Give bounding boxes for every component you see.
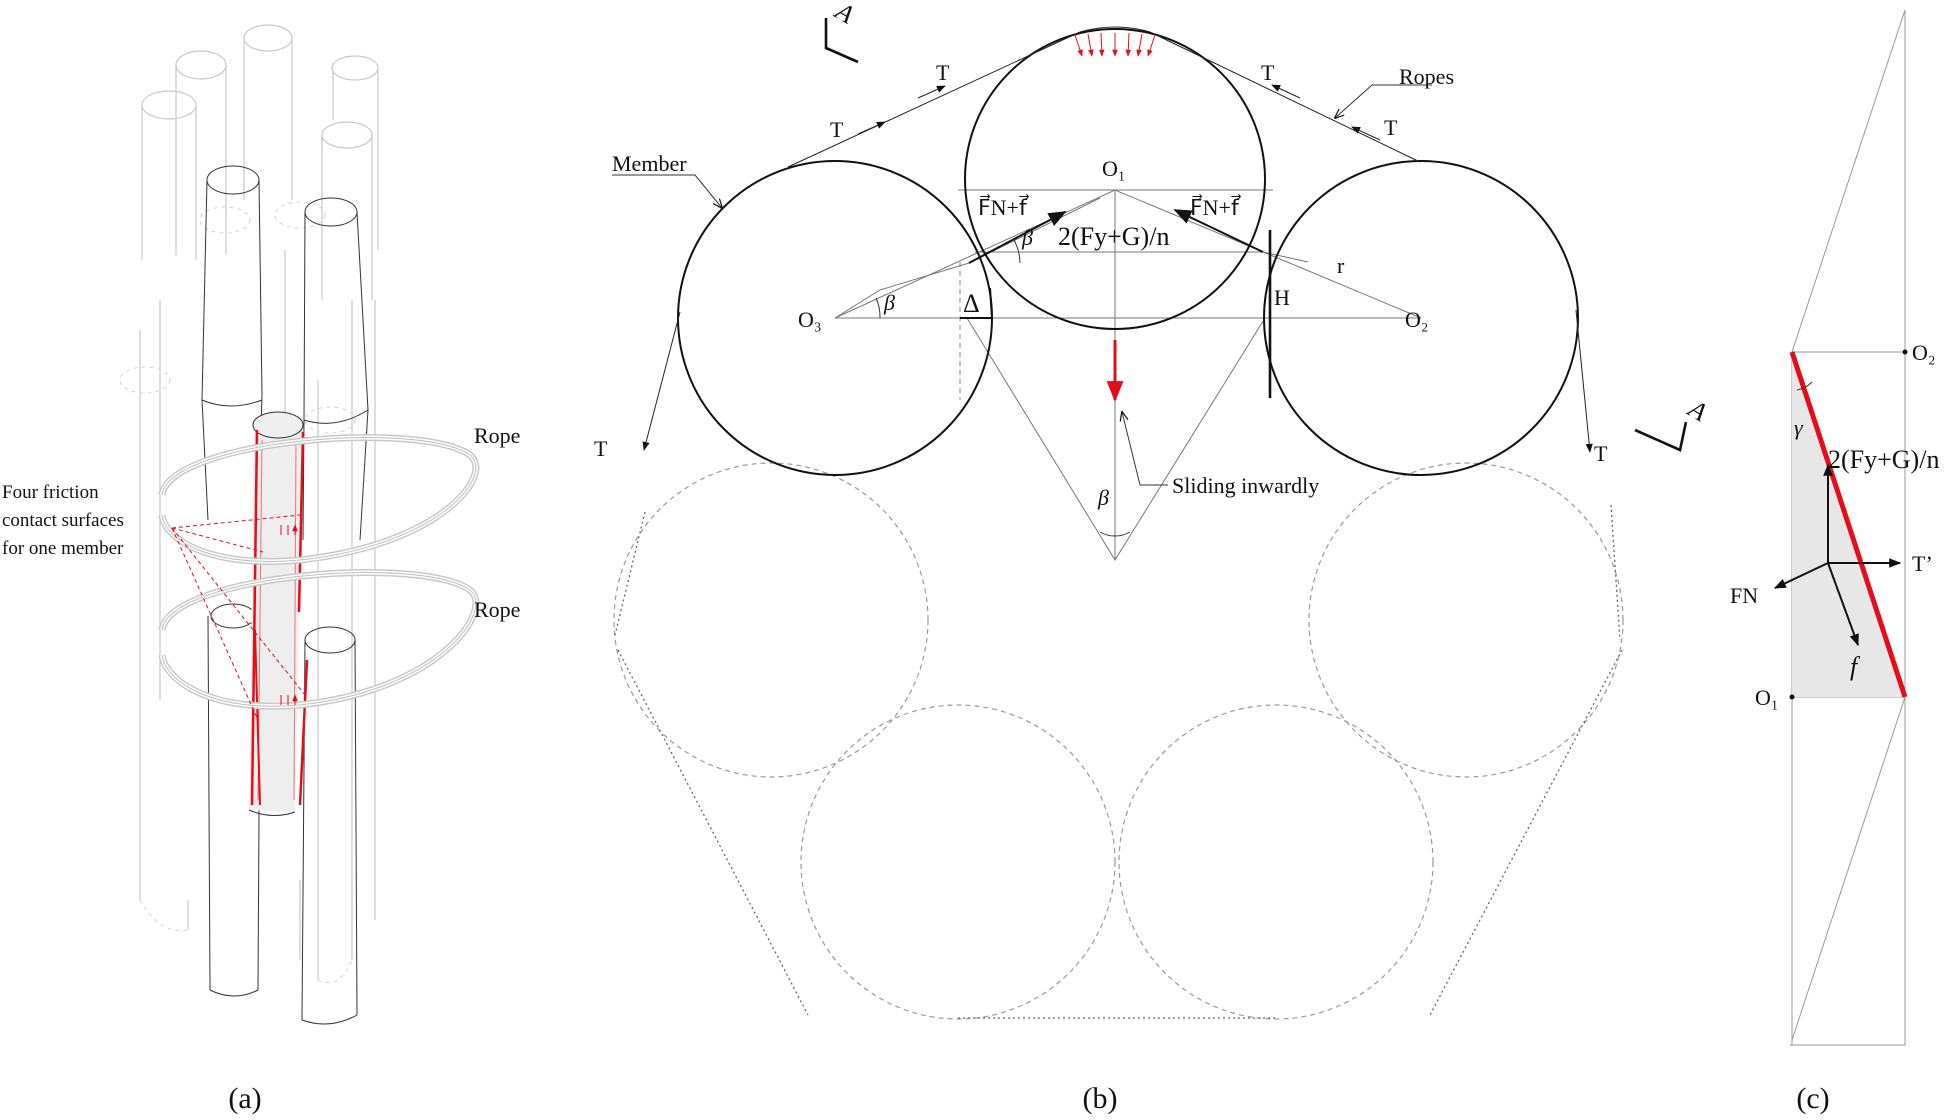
tension-label-4: T — [1384, 115, 1398, 140]
delta-bracket — [960, 287, 994, 319]
normal-arrow — [1773, 562, 1829, 589]
force-arrow-right — [1173, 209, 1264, 253]
center-o2: O₂ — [1405, 307, 1429, 332]
ropes — [642, 26, 1593, 453]
friction-label-line3: for one member — [2, 538, 124, 559]
section-letter-left: A — [829, 0, 859, 29]
construction-lines — [834, 189, 1422, 561]
caption-b: (b) — [1083, 1082, 1118, 1115]
tension-label-5: T — [594, 436, 608, 461]
friction-label-line2: contact surfaces — [2, 510, 124, 531]
force-label-left: F⃗N+f⃗ — [978, 194, 1030, 220]
beta-arc-mid — [1013, 239, 1021, 264]
load-label: 2(Fy+G)/n — [1058, 222, 1169, 251]
center-o3: O₃ — [798, 307, 822, 332]
gamma-arc — [1796, 381, 1813, 391]
sliding-leader — [1122, 412, 1141, 486]
friction-arrow — [1827, 562, 1859, 647]
center-o1-c: O₁ — [1755, 685, 1779, 710]
section-mark-left — [824, 18, 859, 64]
friction-label-line1: Four friction — [2, 482, 99, 503]
panel-b: A A — [594, 0, 1712, 1115]
rope-label-lower: Rope — [474, 597, 520, 622]
point-o2 — [1902, 349, 1908, 355]
ropes-leader — [1335, 84, 1432, 118]
plane-frame — [1790, 10, 1906, 1046]
member-top-right — [303, 197, 369, 424]
beta-left: β — [883, 290, 895, 315]
caption-c: (c) — [1796, 1082, 1829, 1115]
radius-label: r — [1337, 253, 1345, 278]
gamma-label: γ — [1794, 415, 1804, 440]
section-letter-right: A — [1682, 393, 1712, 427]
tension-label-6: T — [1594, 441, 1608, 466]
member-right — [1263, 160, 1579, 476]
force-label-right: F⃗N+f⃗ — [1190, 194, 1242, 220]
tension-label-2: T — [830, 117, 844, 142]
center-o1: O₁ — [1102, 156, 1126, 181]
friction-leader-lines — [171, 514, 306, 721]
beta-arc-left — [875, 297, 881, 319]
tension-label-1: T — [936, 60, 950, 85]
beta-mid: β — [1021, 225, 1033, 250]
ropes-label: Ropes — [1399, 64, 1454, 89]
friction-label: f — [1850, 652, 1861, 681]
panel-a: Four friction contact surfaces for one m… — [2, 24, 520, 1115]
force-arrow-left — [968, 211, 1067, 264]
member-top — [964, 28, 1266, 330]
center-o2-c: O₂ — [1912, 340, 1936, 365]
load-label-c: 2(Fy+G)/n — [1828, 445, 1939, 474]
member-leader — [612, 174, 722, 208]
delta-label: Δ — [963, 289, 980, 318]
beta-bottom: β — [1097, 485, 1109, 510]
caption-a: (a) — [228, 1082, 261, 1115]
normal-label: FN — [1730, 583, 1758, 608]
member-top-left — [201, 165, 263, 407]
panel-c: O₂ O₁ γ 2(Fy+G)/n T’ FN f (c) — [1730, 9, 1939, 1115]
central-member — [248, 411, 309, 816]
lower-ghost-members — [613, 462, 1624, 1020]
rope-upper — [158, 434, 480, 565]
member-label: Member — [612, 151, 687, 176]
rope-label-upper: Rope — [474, 423, 520, 448]
rope-lower — [158, 569, 480, 710]
tension-label-c: T’ — [1912, 551, 1933, 576]
section-mark-right — [1634, 421, 1688, 452]
height-label: H — [1274, 285, 1290, 310]
pressure-arrows — [1074, 32, 1156, 57]
tension-label-3: T — [1261, 60, 1275, 85]
beta-arc-bottom — [1099, 531, 1131, 537]
contact-line — [1789, 351, 1908, 698]
sliding-label: Sliding inwardly — [1172, 473, 1319, 498]
point-o1 — [1789, 694, 1795, 700]
member-bottom-right — [301, 409, 369, 1025]
